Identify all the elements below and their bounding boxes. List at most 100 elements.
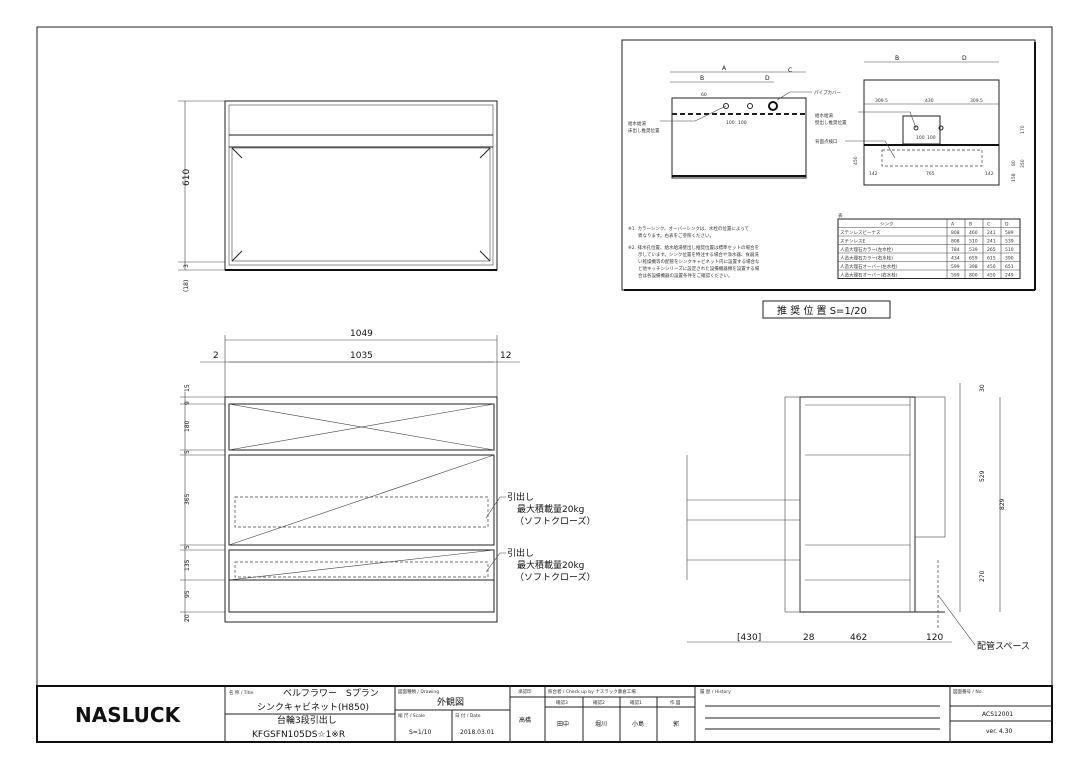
table-header-cell: A (951, 222, 955, 228)
role-1: 確認3 (556, 699, 568, 706)
recommended-caption: 推 奨 位 置 S=1/20 (777, 304, 867, 317)
approval-label: 承認印 (518, 688, 532, 695)
side-dim-829: 829 (999, 498, 1006, 510)
table-cell: 651 (1005, 264, 1014, 270)
dim-total-width: 1049 (350, 329, 373, 339)
dim-right: 12 (500, 351, 511, 361)
name-2: 堀川 (595, 720, 607, 728)
side-dim-462: 462 (850, 633, 867, 643)
top-view: 610 3 (18) (178, 100, 498, 292)
table-cell: 265 (987, 247, 996, 253)
drawer-note-2-line2: 最大積載量20kg (517, 559, 584, 571)
side-view: 30 529 829 270 [430] 28 462 120 配管スペース (686, 383, 1030, 652)
note-1-line-1: ※1. カラーシンク、オーバーシンクは、水栓の位置によって (628, 225, 749, 232)
table-cell: 249 (1005, 273, 1014, 279)
scale-value: S=1/10 (409, 729, 431, 736)
inspection-label: 背面点検口 (815, 138, 838, 145)
dim-v-5: 5 (184, 545, 191, 549)
note-2-line-3: い乾燥機等の配管をシンクキャビネット内に設置する場合な (638, 258, 760, 265)
dim-v-2: 180 (184, 420, 191, 432)
side-dim-430: [430] (737, 633, 761, 643)
floor-label-2: 床出し推奨位置 (628, 127, 660, 134)
r-dim-309-a: 309.5 (875, 98, 888, 104)
title-label: 名 称 / Title (229, 689, 254, 696)
scale-label: 縮 尺 / Scale (398, 712, 425, 719)
r-dim-142a: 142 (869, 171, 878, 177)
table-cell: 510 (969, 239, 978, 245)
note-2-line-4: ど他キッチンシリーズに設定された設備機器類を設置する場 (638, 265, 760, 272)
dim-inner-width: 1035 (350, 351, 373, 361)
table-cell: 398 (969, 264, 978, 270)
nasluck-logo: NASLUCK (75, 703, 182, 727)
drawing-label: 図面種類 / Drawing (398, 688, 439, 695)
drawer-note-1-line1: 引出し (507, 491, 534, 503)
table-cell: ステンレスE (840, 239, 865, 245)
dim-depth: 610 (182, 169, 192, 186)
table-cell: 人造大理石カラー(左水栓) (840, 246, 893, 253)
side-dim-120: 120 (926, 633, 943, 643)
r-dim-170: 170 (1020, 125, 1026, 134)
table-cell: 539 (969, 247, 978, 253)
table-border (837, 218, 1021, 279)
table-header-cell: B (969, 222, 972, 228)
recommended-position-panel: A B D C 60 100 100 パイプカバー 給水給湯 床出し推奨位置 B… (621, 39, 1036, 291)
pipe-space-label: 配管スペース (977, 640, 1030, 652)
side-dim-529: 529 (979, 470, 986, 482)
r-dim-450: 450 (853, 156, 859, 165)
dim-100b: 100 (738, 120, 747, 126)
front-view: 1049 1035 2 12 15 9 180 5 365 5 135 95 2… (180, 329, 596, 623)
role-3: 確認1 (630, 699, 642, 706)
dim-v-6: 135 (184, 559, 191, 571)
version: ver. 4.30 (986, 728, 1013, 735)
title-line-4: KFGSFN105DS☆1※R (252, 730, 345, 740)
label-d: D (765, 75, 770, 82)
table-cell: 599 (951, 264, 960, 270)
name-1: 田中 (557, 720, 569, 728)
side-dim-28: 28 (803, 633, 815, 643)
note-2-line-5: 合は各設備機器の設置条件をご確認ください。 (638, 272, 733, 279)
drawer-note-2-line3: （ソフトクローズ） (515, 571, 596, 583)
r-label-b: B (895, 55, 899, 62)
r-dim-80: 80 (1011, 160, 1017, 166)
table-cell: 510 (1005, 247, 1014, 253)
table-cell: 434 (951, 256, 960, 262)
name-3: 小島 (632, 720, 644, 728)
label-b: B (700, 75, 704, 82)
title-line-1: ベルフラワー Sプラン (283, 688, 379, 699)
title-line-3: 台輪3段引出し (277, 714, 337, 726)
table-cell: 808 (951, 239, 960, 245)
table-cell: 460 (969, 230, 978, 236)
wall-label-1: 給水給湯 (815, 112, 833, 119)
note-1-line-2: 異なります。右表をご参照ください。 (638, 232, 714, 239)
table-cell: 人造大理石オーバー(右水栓) (840, 272, 898, 279)
caption-box (762, 300, 891, 319)
history-label: 履 歴 / History (700, 689, 731, 695)
table-cell: 800 (969, 273, 978, 279)
pipe-cover-label: パイプカバー (814, 90, 841, 96)
r-dim-158: 158 (1011, 173, 1017, 182)
note-2-line-1: ※2. 排水孔位置、給水給湯壁出し推奨位置は標準セットの場合を (628, 244, 759, 251)
side-dim-270: 270 (979, 570, 986, 582)
table-header-cell: D (1005, 222, 1009, 228)
table-cell: 人造大理石カラー(右水栓) (840, 255, 893, 262)
table-cell: 784 (951, 247, 960, 253)
wall-label-2: 壁出し推奨位置 (815, 119, 847, 126)
dim-3: 3 (183, 264, 190, 268)
role-4: 作 図 (670, 699, 681, 706)
side-dim-30: 30 (979, 384, 986, 392)
approval-value: 高橋 (519, 716, 531, 724)
dim-v-7: 95 (184, 590, 191, 598)
table-cell: 589 (1005, 230, 1014, 236)
drawer-note-1-line3: （ソフトクローズ） (515, 515, 596, 527)
floor-label-1: 給水給湯 (628, 120, 646, 127)
title-block: NASLUCK 名 称 / Title ベルフラワー Sプラン シンクキャビネッ… (36, 685, 1053, 743)
table-cell: ステンレスビーナス (840, 229, 881, 236)
r-dim-142b: 142 (985, 171, 994, 177)
dim-v-3: 5 (184, 450, 191, 454)
table-cell: 599 (951, 273, 960, 279)
drawer-note-2-line1: 引出し (507, 547, 534, 559)
date-value: 2018.03.01 (460, 729, 495, 736)
note-2-line-2: 示しています。シンク位置を特注する場合や浄水器、食器洗 (638, 251, 759, 258)
table-title: 表 (838, 212, 843, 219)
